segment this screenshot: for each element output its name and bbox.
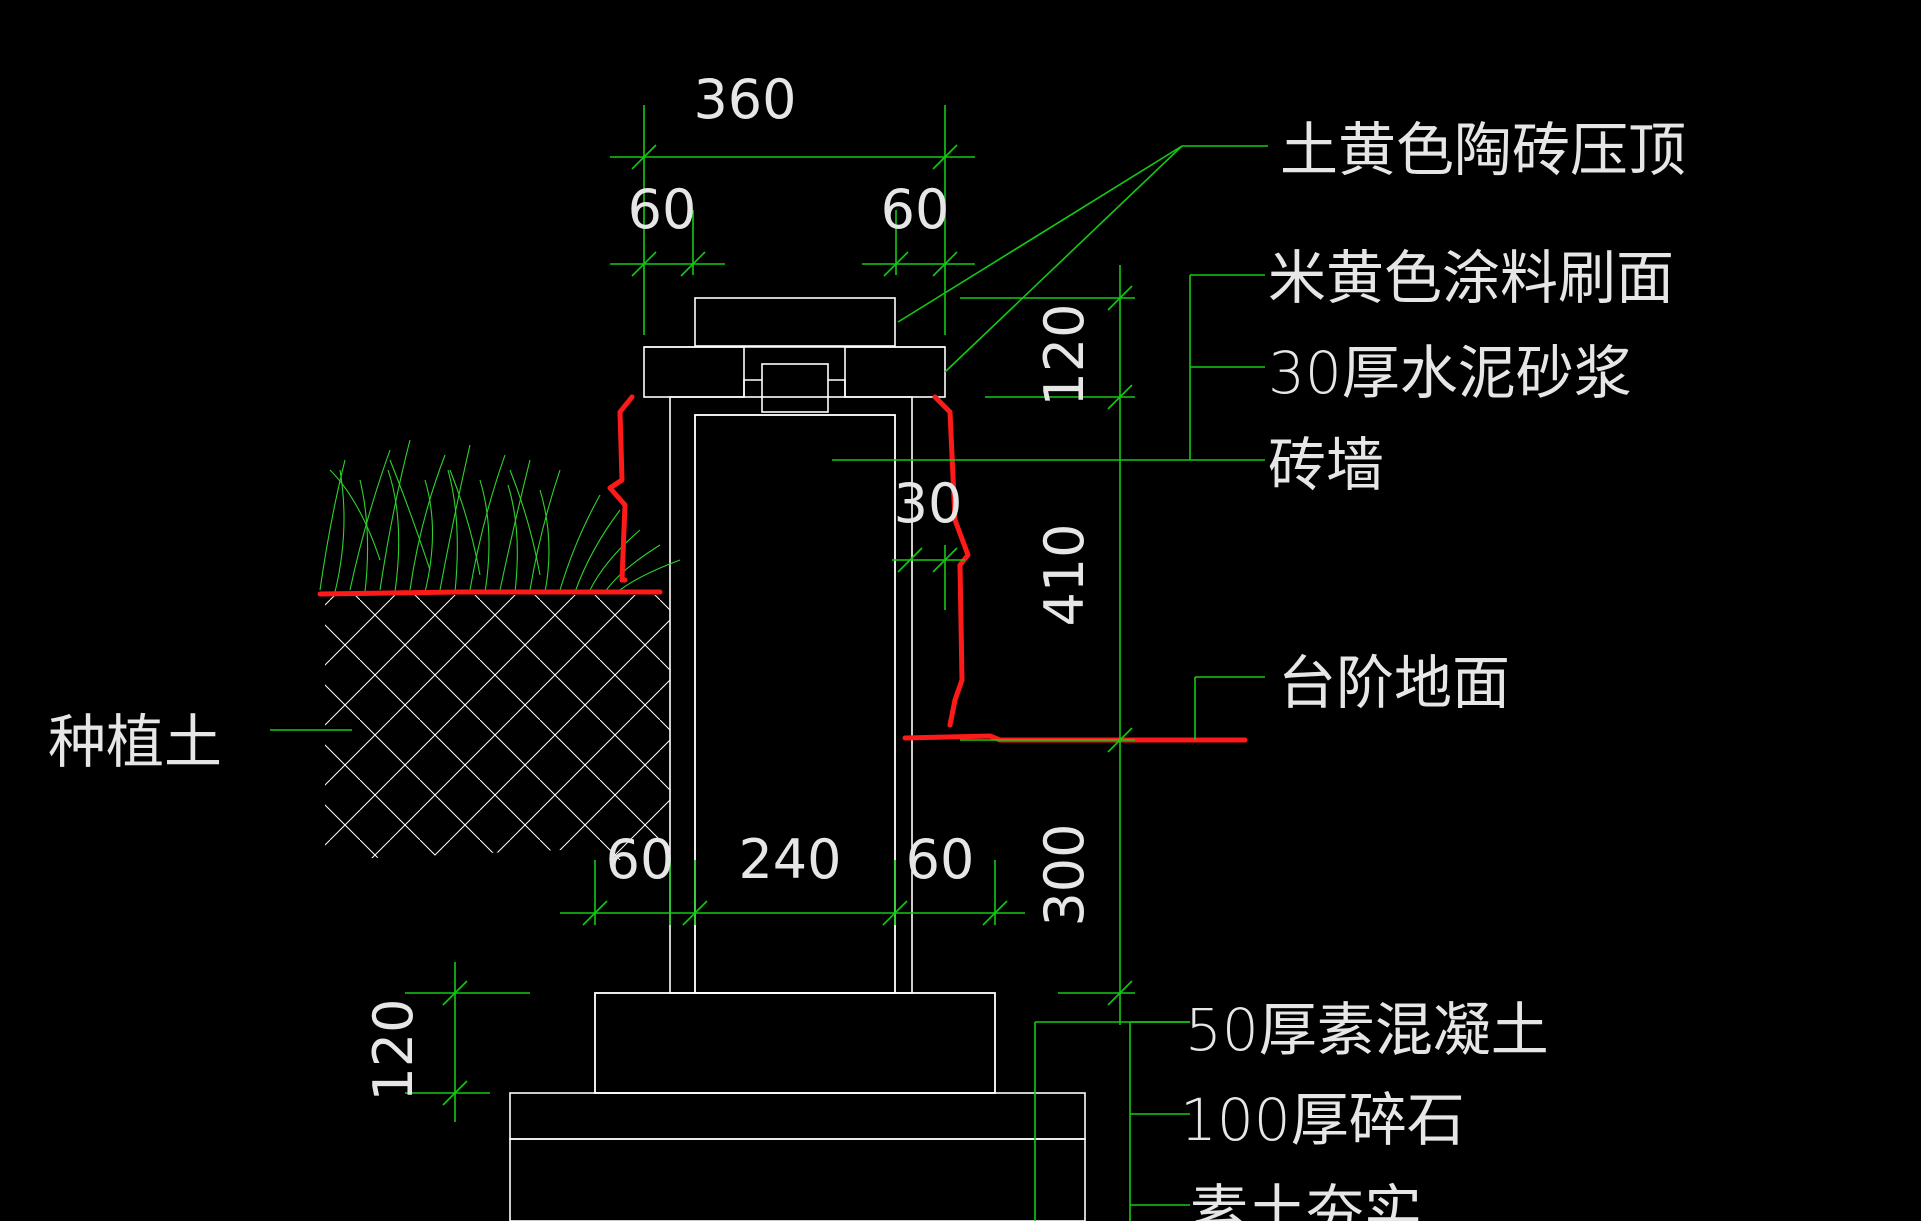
gravel-bed (509, 1138, 1086, 1221)
leader-lines (270, 145, 1268, 1221)
footing-block (594, 992, 996, 1094)
dim-footing-height: 300 (1033, 823, 1096, 926)
label-compacted-soil: 素土夯实 (1190, 1178, 1422, 1221)
dim-top-left-overhang: 60 (628, 178, 697, 241)
label-planting-soil: 种植土 (48, 708, 222, 776)
planting-soil-area (325, 595, 670, 860)
label-brick-wall: 砖墙 (1268, 431, 1384, 499)
dim-top-right-overhang: 60 (881, 178, 950, 241)
mortar-layer (669, 396, 913, 994)
grass-icon (319, 439, 681, 593)
label-step-floor: 台阶地面 (1278, 649, 1510, 717)
label-concrete: 50厚素混凝土 (1185, 996, 1549, 1064)
coping-top-brick (694, 297, 896, 347)
label-coping: 土黄色陶砖压顶 (1280, 116, 1686, 184)
wall-section (509, 297, 1086, 1221)
dim-wall-thickness: 240 (738, 828, 841, 891)
label-paint: 米黄色涂料刷面 (1268, 244, 1674, 312)
dimension-lines (405, 105, 1135, 1122)
brick-wall-core (694, 414, 896, 994)
coping-center-key (761, 363, 829, 413)
dim-top-width: 360 (693, 68, 796, 131)
coping-right-block (844, 346, 946, 398)
dim-bottom-right: 60 (906, 828, 975, 891)
dim-coping-height: 120 (1033, 303, 1096, 406)
dim-wall-height: 410 (1033, 523, 1096, 626)
label-gravel: 100厚碎石 (1180, 1086, 1465, 1154)
label-mortar: 30厚水泥砂浆 (1268, 339, 1632, 407)
coping-left-block (643, 346, 745, 398)
concrete-base (509, 1092, 1086, 1140)
dim-base-height: 120 (362, 998, 425, 1101)
dim-side-gap: 30 (894, 472, 963, 535)
dim-bottom-left: 60 (606, 828, 675, 891)
